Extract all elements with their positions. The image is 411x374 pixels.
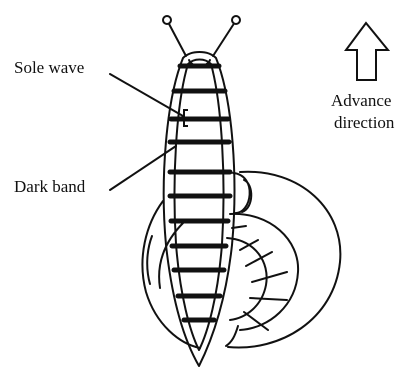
advance-direction-label-line1: Advance — [331, 92, 391, 109]
dark-band-label: Dark band — [14, 178, 85, 195]
dark-band-leader — [110, 146, 176, 190]
up-arrow-outline-icon — [346, 23, 388, 80]
right-eye — [232, 16, 240, 24]
left-eye — [163, 16, 171, 24]
sole-wave-label: Sole wave — [14, 59, 84, 76]
right-tentacle — [213, 22, 235, 56]
body-inner-outline — [175, 60, 224, 351]
left-tentacle — [168, 22, 186, 56]
advance-direction-label-line2: direction — [334, 114, 394, 131]
